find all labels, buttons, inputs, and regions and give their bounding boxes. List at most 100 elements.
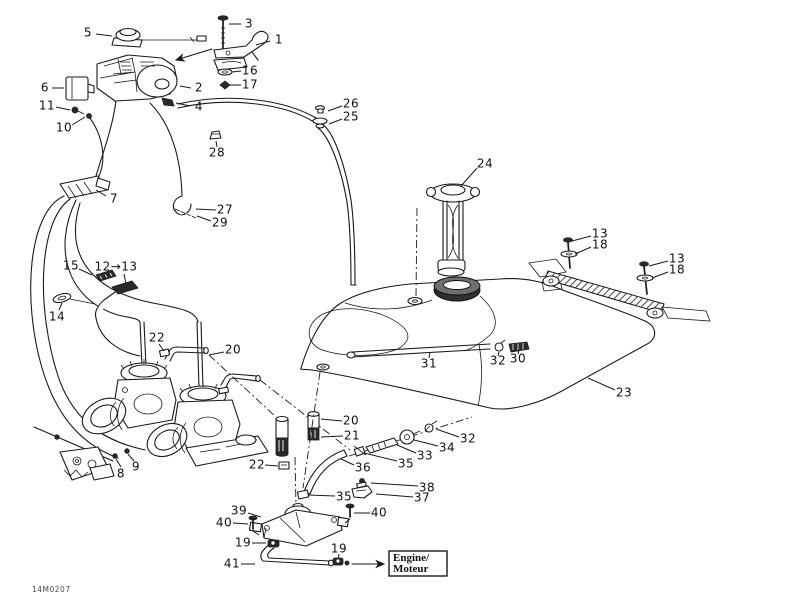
inline-filters	[275, 411, 320, 470]
adjuster-29	[174, 208, 197, 219]
callout-leader-19	[337, 553, 340, 560]
cable-end-27	[172, 195, 192, 216]
callout-label-35: 35	[398, 457, 414, 471]
engine-label-line2: Moteur	[393, 563, 429, 575]
callout-leader-32	[497, 351, 500, 357]
grommet-26	[314, 105, 326, 114]
callout-label-15: 15	[63, 259, 79, 273]
callout-label-21: 21	[344, 429, 360, 443]
screw-3	[217, 15, 229, 51]
clip-28	[209, 130, 222, 140]
engine-label-box	[388, 550, 448, 577]
callout-leader-20	[208, 351, 225, 356]
callout-leader-36	[340, 458, 355, 466]
callout-label-35: 35	[336, 490, 352, 504]
callout-leader-15	[78, 268, 93, 276]
callout-label-37: 37	[414, 491, 430, 505]
throttle-lever-assembly	[65, 15, 269, 119]
callout-label-18: 18	[592, 238, 608, 252]
assembly-arrow	[174, 48, 213, 62]
callout-label-20: 20	[343, 414, 359, 428]
callout-label-13: 13	[592, 227, 608, 241]
callout-label-22: 22	[149, 331, 165, 345]
callout-leader-27	[195, 208, 217, 211]
callout-leader-2	[179, 85, 192, 89]
callout-leader-35	[307, 494, 336, 497]
callout-leader-13	[571, 235, 592, 242]
callout-label-5: 5	[84, 26, 92, 40]
callout-label-28: 28	[209, 146, 225, 160]
screw-40-left	[248, 515, 260, 536]
callout-label-29: 29	[212, 216, 228, 230]
callout-leader-31	[428, 352, 431, 359]
callout-leader-32	[435, 428, 460, 438]
callout-label-6: 6	[41, 81, 49, 95]
clamp-32-line	[424, 420, 438, 433]
callout-leader-37	[375, 493, 414, 498]
part-code: 14M0207	[32, 585, 71, 594]
vent-elbow-left	[158, 346, 209, 362]
callout-leader-33	[396, 444, 417, 454]
callout-label-22: 22	[249, 458, 265, 472]
filler-neck-ring	[433, 276, 481, 302]
clamp-32-tank	[494, 342, 504, 352]
callout-leader-20	[320, 418, 343, 422]
callout-label-10: 10	[56, 121, 72, 135]
fastener-10	[86, 113, 92, 119]
callout-leader-18	[574, 246, 592, 255]
clamp-22-top	[158, 348, 171, 358]
bolt-13-left	[560, 237, 578, 269]
clamp-19-right	[332, 557, 344, 566]
grommet-34	[399, 429, 415, 445]
fuel-pickup-unit	[415, 183, 481, 298]
washer-18-left	[560, 250, 578, 258]
callout-label-11: 11	[39, 99, 55, 113]
cable-end-4	[161, 97, 175, 107]
callout-label-9: 9	[132, 460, 140, 474]
fuel-pump	[248, 502, 355, 567]
callout-label-18: 18	[669, 263, 685, 277]
fuel-supply-line	[177, 97, 357, 286]
callout-label-14: 14	[49, 310, 65, 324]
tank-mount-bracket	[528, 237, 711, 322]
callout-label-13: 13	[669, 252, 685, 266]
fuel-hose-41	[260, 543, 350, 567]
callout-leader-16	[231, 70, 242, 73]
vent-elbow-right	[218, 373, 261, 395]
callout-label-40: 40	[371, 506, 387, 520]
valve-chain	[348, 416, 473, 457]
tank-outlet-fitting	[316, 363, 330, 371]
carburetors	[81, 346, 351, 467]
callout-leader-10	[71, 116, 86, 126]
screw-8	[112, 453, 118, 459]
callout-label-30: 30	[510, 352, 526, 366]
callout-label-2: 2	[195, 81, 203, 95]
callout-label-34: 34	[439, 441, 455, 455]
callout-leader-29	[196, 215, 212, 222]
clamp-19-left	[267, 539, 280, 548]
callout-label-32: 32	[490, 354, 506, 368]
callout-leader-23	[587, 377, 616, 391]
callout-label-4: 4	[195, 100, 203, 114]
callout-label-31: 31	[421, 357, 437, 371]
check-valve-33	[365, 437, 399, 454]
callout-label-33: 33	[417, 449, 433, 463]
callout-leader-4	[175, 102, 191, 107]
callout-leader-39	[247, 512, 262, 518]
fuel-hose-36	[294, 371, 373, 507]
callout-label-19: 19	[331, 542, 347, 556]
callout-label-24: 24	[477, 157, 493, 171]
fastener-11	[71, 106, 79, 114]
bolt-13-right	[636, 261, 654, 295]
callout-leader-35	[363, 452, 398, 462]
callout-leader-7	[95, 189, 107, 197]
callout-label-41: 41	[224, 557, 240, 571]
callout-leader-5	[95, 33, 113, 37]
callout-leader-12→13	[123, 273, 127, 285]
callout-label-16: 16	[242, 64, 258, 78]
callout-label-25: 25	[343, 110, 359, 124]
callout-leader-25	[328, 118, 343, 125]
